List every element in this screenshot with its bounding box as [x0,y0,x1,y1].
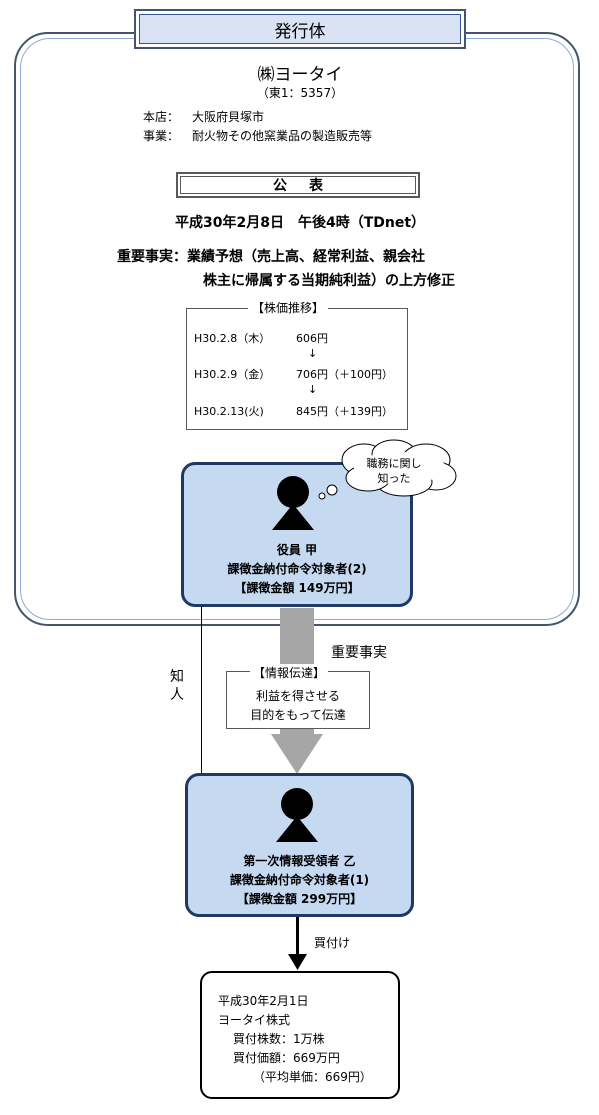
issuer-header: 発行体 [134,9,466,49]
thought-cloud-icon [318,439,457,500]
recipient-name: 第一次情報受領者 乙 [243,854,356,868]
recipient-penalty: 【課徴金額 299万円】 [236,892,363,906]
material-fact-line2: 株主に帰属する当期純利益）の上方修正 [203,273,455,289]
hq-label: 本店： [143,110,180,124]
officer-penalty: 【課徴金額 149万円】 [234,581,360,595]
info-transfer-title: 【情報伝達】 [250,664,329,681]
price-row-date: H30.2.13(火) [194,405,264,418]
purchase-avg-price: （平均単価：669円） [253,1070,372,1084]
business-label: 事業： [143,129,180,143]
purchase-amount: 買付価額：669万円 [233,1051,340,1065]
recipient-box [185,773,414,917]
purchase-detail-box [200,971,400,1099]
issuer-header-title: 発行体 [139,14,461,44]
price-arrow: ↓ [308,383,318,396]
purchase-date: 平成30年2月1日 [218,994,309,1008]
hq-value: 大阪府貝塚市 [192,110,265,124]
price-row-value: 606円 [296,332,328,345]
info-transfer-line1: 利益を得させる [255,689,340,703]
officer-role: 課徴金納付命令対象者(2) [227,562,367,576]
recipient-person-icon [276,788,318,842]
material-fact-line1: 重要事実：業績予想（売上高、経常利益、親会社 [117,249,425,265]
purchase-arrow-shaft [296,917,299,957]
thought-line1: 職務に関し [366,457,422,470]
price-row-value: 706円（＋100円） [296,368,393,381]
price-row-date: H30.2.9（金） [194,368,271,381]
announcement-label: 公表 [180,176,416,194]
officer-person-icon [272,476,314,530]
purchase-label: 買付け [314,936,351,950]
thought-line2: 知った [377,472,411,485]
stock-price-title: 【株価推移】 [248,299,329,316]
officer-name: 役員 甲 [276,543,318,557]
purchase-arrow-head [288,954,307,970]
issuer-code: （東1：5357） [256,86,344,100]
purchase-stock: ヨータイ株式 [218,1013,291,1027]
business-value: 耐火物その他窯業品の製造販売等 [192,129,373,143]
announcement-datetime: 平成30年2月8日 午後4時（TDnet） [174,215,426,231]
price-row-value: 845円（＋139円） [296,405,393,418]
price-row-date: H30.2.8（木） [194,332,271,345]
acquaintance-label: 知人 [170,669,184,703]
purchase-shares: 買付株数：1万株 [233,1032,325,1046]
issuer-name: ㈱ヨータイ [257,65,343,85]
announcement-box: 公表 [176,172,420,198]
price-arrow: ↓ [308,347,318,360]
info-transfer-line2: 目的をもって伝達 [250,708,346,722]
material-fact-label: 重要事実 [331,645,387,661]
recipient-role: 課徴金納付命令対象者(1) [229,873,370,887]
acquaintance-line [201,607,202,773]
info-transfer-arrow-head [271,734,323,774]
